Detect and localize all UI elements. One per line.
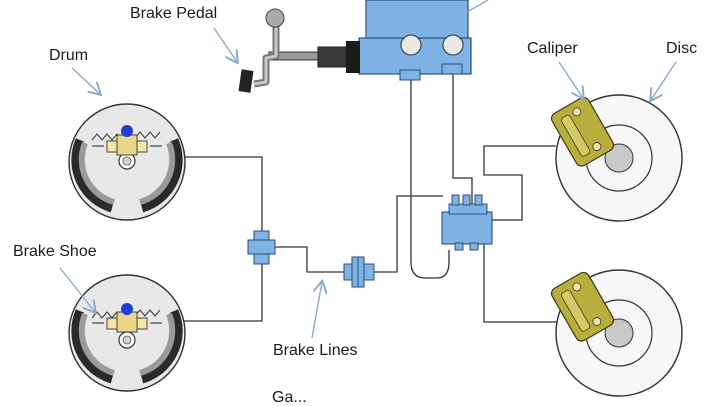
label-brake-pedal: Brake Pedal (130, 5, 218, 22)
label-disc: Disc (666, 40, 698, 57)
callout-arrows (59, 27, 677, 339)
brake-lines (176, 70, 560, 323)
drum-brake-top (68, 103, 186, 221)
rear-tee-fitting (247, 230, 276, 265)
brake-pedal (238, 8, 360, 93)
label-caliper: Caliper (527, 40, 578, 57)
master-cylinder (358, 0, 489, 81)
drum-brake-bottom (68, 274, 186, 392)
arrow-brake-lines (311, 282, 322, 339)
label-brake-shoe: Brake Shoe (13, 243, 97, 260)
disc-brake-bottom (550, 269, 683, 397)
proportioning-valve (343, 256, 375, 288)
arrow-disc (651, 61, 677, 100)
caliper-top (550, 96, 615, 167)
arrow-caliper (558, 61, 583, 98)
label-cut-off-caption: Ga... (272, 389, 307, 406)
distribution-block (441, 194, 493, 251)
arrow-brake-shoe (59, 267, 95, 312)
caliper-bottom (550, 271, 615, 342)
disc-brake-top (550, 94, 683, 222)
label-brake-lines: Brake Lines (273, 342, 358, 359)
arrow-brake-pedal (213, 27, 237, 62)
label-drum: Drum (49, 47, 89, 64)
arrow-drum (71, 67, 100, 94)
